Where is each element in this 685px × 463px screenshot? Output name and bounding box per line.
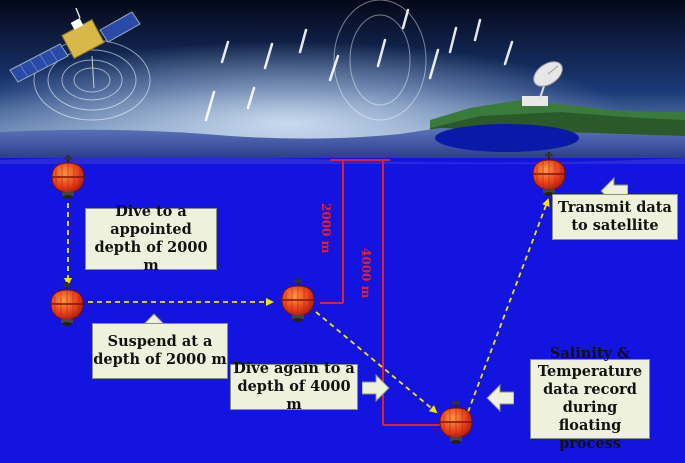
ascent-path [467,198,550,413]
callout-dive-to-depth: Dive to a appointed depth of 2000 m [85,203,217,274]
surface-pool [435,124,579,152]
depth-label-4000: 4000 m [359,248,373,299]
depth-guides [320,159,440,426]
callout-dive-again: Dive again to a depth of 4000 m [230,360,358,413]
callout-record-data: Salinity & Temperature data record durin… [530,345,650,452]
radar-dish-icon [533,61,563,99]
callout-suspend: Suspend at a depth of 2000 m [92,323,228,379]
second-descent-path [315,311,438,414]
float-signal-rings [333,0,427,121]
signal-streaks [204,8,514,122]
depth-label-2000: 2000 m [319,203,333,254]
float-trajectory [64,194,550,414]
callout-transmit: Transmit data to satellite [552,194,678,240]
satellite-icon [9,7,141,89]
